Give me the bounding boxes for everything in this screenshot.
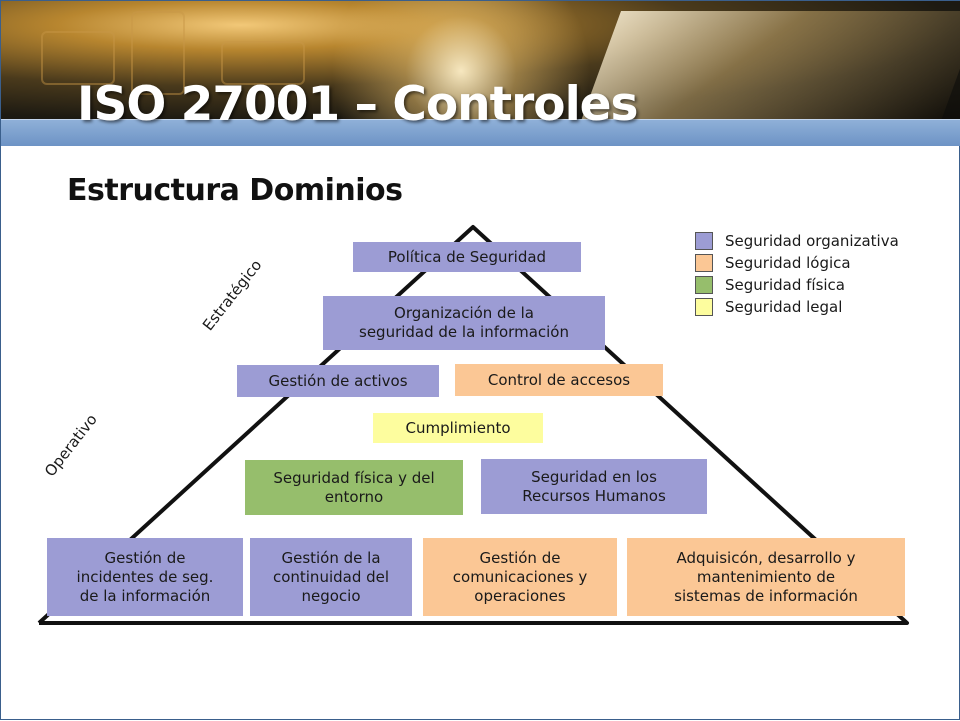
header-banner-image — [1, 1, 960, 121]
legend-item-fisica: Seguridad física — [695, 274, 899, 296]
legend-swatch — [695, 276, 713, 294]
legend-swatch — [695, 298, 713, 316]
legend-swatch — [695, 232, 713, 250]
legend-label: Seguridad física — [725, 276, 845, 294]
legend-label: Seguridad lógica — [725, 254, 851, 272]
circuit-trace — [131, 11, 185, 95]
domain-cumplimiento: Cumplimiento — [373, 413, 543, 443]
circuit-trace — [41, 31, 115, 85]
circuit-trace — [221, 41, 305, 85]
domain-gestion-activos: Gestión de activos — [237, 365, 439, 397]
legend: Seguridad organizativa Seguridad lógica … — [695, 230, 899, 318]
domain-organizacion-seguridad: Organización de la seguridad de la infor… — [323, 296, 605, 350]
legend-item-logica: Seguridad lógica — [695, 252, 899, 274]
title-bar — [1, 119, 960, 146]
domain-gestion-comunicaciones: Gestión de comunicaciones y operaciones — [423, 538, 617, 616]
domain-seguridad-fisica: Seguridad física y del entorno — [245, 460, 463, 515]
legend-item-organizativa: Seguridad organizativa — [695, 230, 899, 252]
legend-swatch — [695, 254, 713, 272]
domain-control-accesos: Control de accesos — [455, 364, 663, 396]
light-glow — [331, 1, 591, 121]
slide-subtitle: Estructura Dominios — [67, 173, 403, 208]
domain-seguridad-rrhh: Seguridad en los Recursos Humanos — [481, 459, 707, 514]
domain-adquisicion-desarrollo: Adquisicón, desarrollo y mantenimiento d… — [627, 538, 905, 616]
domain-gestion-incidentes: Gestión de incidentes de seg. de la info… — [47, 538, 243, 616]
domain-gestion-continuidad: Gestión de la continuidad del negocio — [250, 538, 412, 616]
legend-item-legal: Seguridad legal — [695, 296, 899, 318]
legend-label: Seguridad legal — [725, 298, 843, 316]
domain-politica-seguridad: Política de Seguridad — [353, 242, 581, 272]
legend-label: Seguridad organizativa — [725, 232, 899, 250]
slide-title: ISO 27001 – Controles — [77, 77, 639, 132]
